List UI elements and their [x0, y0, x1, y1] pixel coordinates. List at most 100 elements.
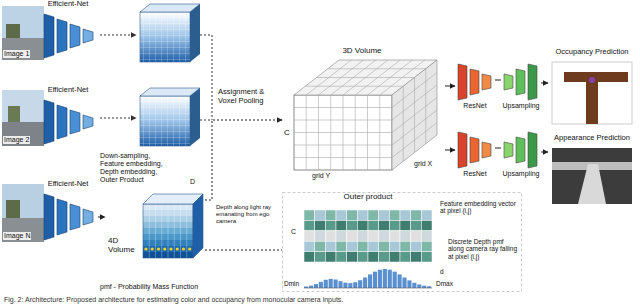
shape-part — [180, 204, 181, 258]
axis-label: C — [284, 128, 290, 137]
prediction-image: Appearance Prediction — [548, 134, 636, 206]
shape-part — [161, 204, 162, 258]
connector — [205, 120, 282, 200]
dotted-arrow — [100, 35, 136, 36]
shape-part — [357, 231, 368, 241]
shape-part — [163, 247, 166, 250]
road — [2, 218, 44, 242]
shape-part — [347, 231, 358, 241]
shape-part — [425, 69, 426, 144]
shape-part — [325, 210, 336, 220]
annotation: Discrete Depth pmf along camera ray fall… — [448, 238, 520, 260]
shape-part — [403, 86, 404, 161]
shape-part — [336, 252, 347, 262]
shape-part — [315, 231, 326, 241]
shape-part — [411, 252, 422, 262]
shape-part — [389, 231, 400, 241]
shape-part — [368, 241, 379, 251]
shape-part — [504, 142, 513, 158]
node-label: Efficient-Net — [38, 86, 98, 95]
node-label: Efficient-Net — [38, 0, 98, 9]
shape-part — [157, 247, 160, 250]
node-label: Upsampling — [501, 170, 541, 178]
encoder-block: Efficient-Net — [38, 86, 98, 146]
shape-part — [379, 241, 390, 251]
resnet-block: ResNet — [455, 128, 495, 180]
node-label: Outer product — [304, 192, 432, 201]
shape-part — [368, 220, 379, 230]
shape-part — [315, 241, 326, 251]
shape-part — [334, 280, 338, 288]
shape-part — [412, 283, 416, 288]
feature-volume — [140, 4, 200, 62]
shape-part — [458, 132, 467, 168]
shape-part — [70, 24, 80, 48]
shape-part — [411, 210, 422, 220]
node-label: ResNet — [455, 102, 495, 110]
shape-part — [373, 272, 377, 288]
shape-part — [422, 286, 426, 288]
axis-label: d — [440, 268, 444, 275]
shape-part — [143, 204, 193, 258]
shape-part — [389, 241, 400, 251]
shape-part — [294, 60, 437, 170]
figure-caption: Fig. 2: Architecture: Proposed architect… — [4, 296, 343, 304]
image-label: Image 2 — [3, 136, 30, 144]
shape-part — [470, 69, 479, 95]
shape-part — [176, 247, 179, 250]
node-label: Appearance Prediction — [548, 134, 636, 143]
shape-part — [421, 231, 432, 241]
node-label: 4D Volume — [108, 236, 143, 254]
shape-part — [389, 220, 400, 230]
shape-part — [470, 137, 479, 163]
shape-part — [44, 194, 54, 240]
process-note: Assignment & Voxel Pooling — [218, 88, 280, 105]
axis-label: grid X — [414, 160, 432, 168]
shape-part — [552, 62, 632, 124]
shape-part — [304, 210, 315, 220]
volume-grid — [140, 96, 190, 146]
shape-part — [325, 241, 336, 251]
shape-part — [336, 241, 347, 251]
connector — [541, 152, 548, 153]
shape-part — [315, 210, 326, 220]
node-outline — [548, 134, 636, 206]
shape-part — [357, 210, 368, 220]
shape-part — [283, 193, 522, 292]
shape-part — [379, 220, 390, 230]
dotted-merge — [200, 35, 212, 120]
shape-part — [516, 69, 525, 95]
shape-part — [368, 252, 379, 262]
shape-part — [357, 252, 368, 262]
shape-part — [57, 105, 67, 139]
volume-side — [190, 88, 200, 146]
shape-part — [319, 282, 323, 288]
shape-part — [379, 231, 390, 241]
volume-top — [140, 4, 200, 12]
camera-image — [2, 184, 44, 242]
shape-part — [414, 78, 415, 153]
shape-part — [304, 231, 315, 241]
shape-part — [393, 272, 397, 288]
node-label: ResNet — [455, 170, 495, 178]
camera-image — [2, 6, 44, 60]
shape-part — [400, 231, 411, 241]
shape-part — [358, 280, 362, 288]
shape-part — [411, 241, 422, 251]
shape-part — [315, 220, 326, 230]
upsampling-block: Upsampling — [501, 128, 541, 180]
shape-part — [389, 210, 400, 220]
shape-part — [421, 241, 432, 251]
shape-part — [528, 64, 537, 100]
encoder-block: Efficient-Net — [38, 0, 98, 60]
volume-front — [140, 96, 190, 146]
shape-part — [586, 72, 598, 124]
shape-part — [348, 283, 352, 288]
shape-part — [325, 231, 336, 241]
shape-part — [70, 110, 80, 134]
shape-part — [294, 95, 392, 170]
camera-image — [2, 90, 44, 146]
shape-part — [347, 241, 358, 251]
shape-part — [378, 270, 382, 288]
shape-part — [149, 204, 150, 258]
